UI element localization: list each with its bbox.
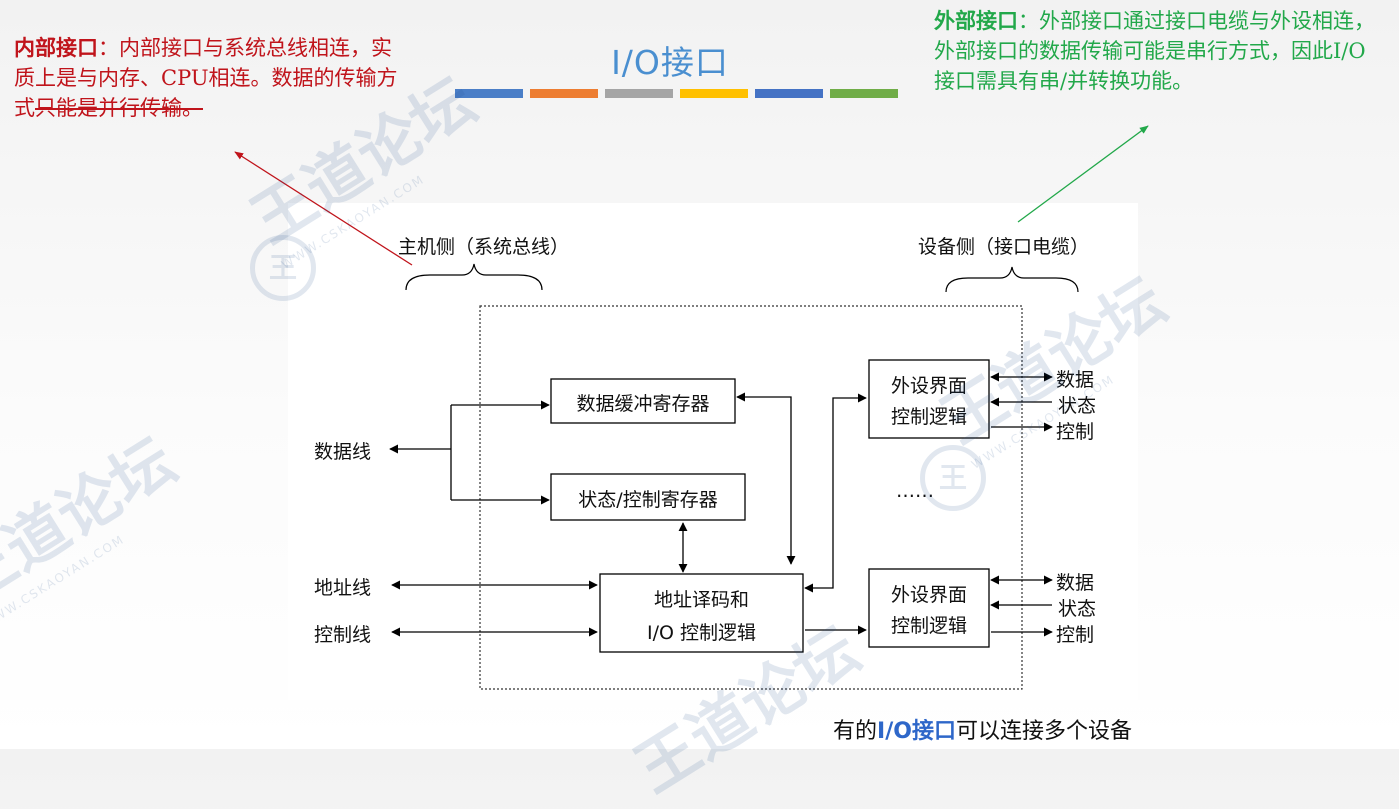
internal-interface-heading: 内部接口 [14, 35, 98, 60]
caption-prefix: 有的 [833, 719, 878, 744]
external-interface-heading: 外部接口 [934, 8, 1018, 33]
status-control-register-label: 状态/控制寄存器 [578, 489, 718, 511]
internal-interface-struck-text: 只能是并行传输。 [35, 96, 203, 120]
color-bar-segment [755, 89, 823, 98]
device-control-top-label-1: 外设界面 [890, 375, 967, 397]
color-bar-segment [680, 89, 748, 98]
address-decode-box [599, 573, 804, 653]
external-interface-text: 外部接口通过接口电缆与外设相连，外部接口的数据传输可能是串行方式，因此I/O接口… [934, 9, 1375, 93]
io-interface-diagram [234, 125, 1149, 690]
device-control-bottom-label-2: 控制逻辑 [890, 615, 967, 637]
address-decode-label-1: 地址译码和 [653, 589, 749, 611]
bottom-data-signal-label: 数据 [1056, 572, 1095, 594]
device-control-box-top [868, 359, 990, 439]
slide-title: I/O接口 [611, 43, 729, 82]
bottom-status-signal-label: 状态 [1058, 598, 1097, 620]
data-buffer-register-label: 数据缓冲寄存器 [576, 393, 710, 415]
buffer-decoder-arrow [736, 392, 796, 565]
device-side-label: 设备侧（接口电缆） [918, 236, 1090, 258]
bottom-caption: 有的I/O接口可以连接多个设备 [833, 713, 1132, 745]
top-status-signal-label: 状态 [1058, 395, 1097, 417]
address-line-label: 地址线 [314, 577, 372, 599]
interface-boundary [479, 305, 1023, 690]
internal-interface-text: 内部接口与系统总线相连，实质上是与内存、CPU相连。数据的传输方式 [14, 36, 398, 120]
bottom-control-signal-label: 控制 [1056, 624, 1095, 646]
external-interface-note: 外部接口：外部接口通过接口电缆与外设相连，外部接口的数据传输可能是串行方式，因此… [934, 6, 1386, 96]
data-buffer-register-box [550, 378, 736, 424]
host-side-brace [405, 263, 543, 291]
data-line-label: 数据线 [314, 441, 372, 463]
device-side-brace [945, 266, 1079, 293]
color-bar-segment [605, 89, 673, 98]
host-side-label: 主机侧（系统总线） [398, 236, 570, 258]
address-decode-label-2: I/O 控制逻辑 [647, 622, 756, 644]
caption-highlight: I/O接口 [877, 719, 956, 744]
external-interface-pointer [1017, 125, 1149, 223]
caption-suffix: 可以连接多个设备 [955, 719, 1132, 744]
decoder-device-top-arrow [804, 393, 867, 593]
color-bar-segment [830, 89, 898, 98]
note-colon: ： [98, 36, 119, 60]
title-color-bar [455, 89, 898, 98]
control-line-label: 控制线 [314, 624, 372, 646]
top-data-signal-label: 数据 [1056, 369, 1095, 391]
note-colon: ： [1018, 9, 1039, 33]
device-control-box-bottom [868, 568, 990, 648]
internal-interface-pointer [234, 151, 413, 266]
internal-interface-note: 内部接口：内部接口与系统总线相连，实质上是与内存、CPU相连。数据的传输方式只能… [14, 33, 406, 123]
device-control-top-label-2: 控制逻辑 [890, 406, 967, 428]
more-devices-ellipsis: …… [896, 480, 934, 502]
color-bar-segment [455, 89, 523, 98]
top-control-signal-label: 控制 [1056, 421, 1095, 443]
device-control-bottom-label-1: 外设界面 [890, 584, 967, 606]
color-bar-segment [530, 89, 598, 98]
